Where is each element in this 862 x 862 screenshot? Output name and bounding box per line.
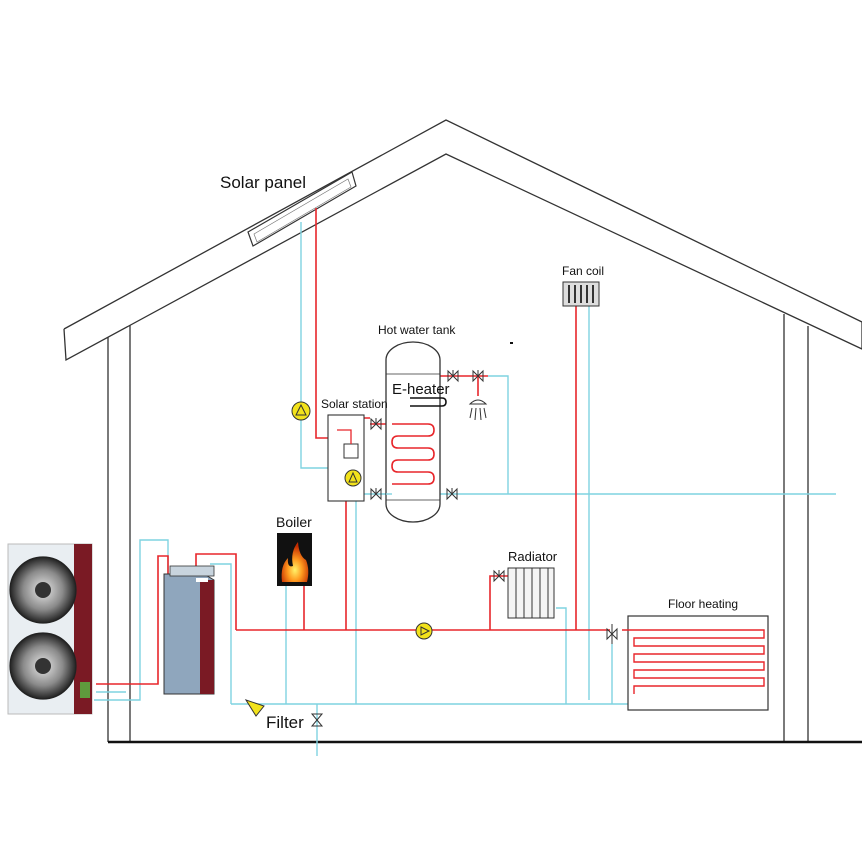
fan-coil-unit: [562, 281, 600, 307]
house-outline: [63, 119, 862, 742]
solar-panel-label: Solar panel: [220, 173, 306, 192]
pump-icons: [291, 401, 433, 640]
indoor-unit: [163, 565, 215, 695]
solar-station-label: Solar station: [321, 397, 388, 411]
three-way-valve-icon: [606, 624, 618, 644]
floor-heating-label: Floor heating: [668, 597, 738, 611]
solar-station: [327, 414, 365, 502]
valve-icon-3: [446, 487, 458, 501]
radiator-unit: [507, 567, 555, 619]
valve-icon-5: [472, 369, 484, 383]
floor-heating-panel: [622, 615, 769, 711]
boiler-label: Boiler: [276, 514, 312, 530]
tank-heating-coil: [391, 423, 435, 485]
e-heater-label: E-heater: [392, 381, 450, 398]
radiator-label: Radiator: [508, 549, 558, 564]
valve-icon-7: [310, 713, 324, 727]
hot-water-tank-label: Hot water tank: [378, 323, 456, 337]
hot-water-tank: [385, 341, 447, 523]
heating-loop-pump-icon: [415, 622, 433, 640]
station-pump-icon: [344, 469, 362, 487]
fan-coil-label: Fan coil: [562, 264, 604, 278]
heat-pump-outdoor-unit: [7, 543, 93, 715]
valve-icon-2: [370, 487, 382, 501]
shower-head-icon: [468, 399, 488, 421]
solar-panel: [247, 171, 357, 247]
filter-icon: [244, 699, 265, 717]
valve-icon-4: [447, 369, 459, 383]
valve-icon-1: [370, 417, 382, 431]
valve-icon-6: [493, 569, 505, 583]
boiler-fire: [277, 533, 312, 586]
e-heater-element: [410, 397, 447, 407]
solar-loop-pump-icon: [291, 401, 311, 421]
valve-icons: [310, 369, 618, 727]
filter-label: Filter: [266, 713, 304, 732]
